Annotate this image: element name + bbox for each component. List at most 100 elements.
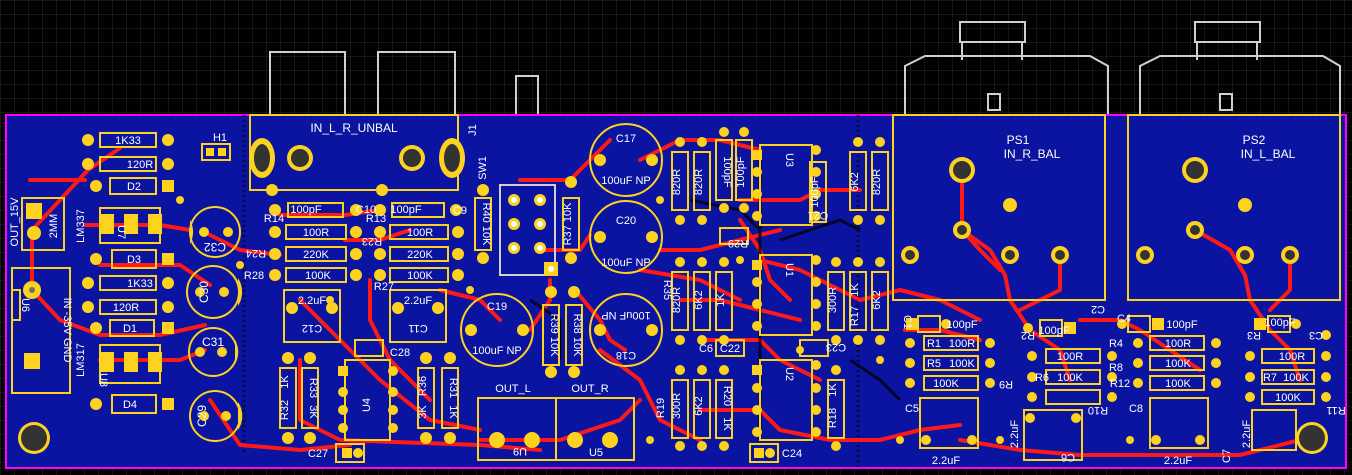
- input-label-1: 100pF: [290, 204, 321, 216]
- op-r31-val: 1K: [447, 405, 459, 419]
- power-label-6: D3: [127, 254, 141, 266]
- cap-c32-ref: C32: [204, 240, 226, 254]
- br-label-2: R4: [1109, 338, 1123, 350]
- bl-label-15: 100K: [1057, 372, 1083, 384]
- op-r32: R32: [279, 400, 291, 420]
- br-label-0: C4: [1117, 313, 1131, 325]
- rm-label-6: 820R: [871, 169, 883, 195]
- c18-value: 100uF NP: [601, 309, 651, 321]
- bl-label-5: 100K: [949, 358, 975, 370]
- input-label-11: 220K: [407, 249, 433, 261]
- br-label-11: 100pF: [1264, 317, 1295, 329]
- rm-label-25: R20: [721, 386, 733, 406]
- input-label-8: R24: [246, 247, 266, 259]
- br-label-6: R12: [1110, 378, 1130, 390]
- bl-label-8: C5: [905, 403, 919, 415]
- rm-label-2: 100pF: [721, 156, 733, 187]
- right-mid-section: 820R 820R 100pF 100pF U3 6K2 820R 100pF …: [655, 127, 889, 463]
- j1-connector: IN_L_R_UNBAL J1: [249, 114, 479, 196]
- pcb-board: [5, 114, 1347, 469]
- input-label-19: C11: [408, 322, 427, 334]
- ps1-ref: PS1: [1007, 133, 1030, 147]
- op-u9: U9: [513, 445, 527, 457]
- rm-label-23: 300R: [671, 393, 683, 419]
- rm-label-26: 1K: [721, 417, 733, 431]
- power-in-ref: U6: [19, 298, 31, 312]
- c20-value: 100uF NP: [601, 257, 651, 269]
- input-label-4: C9: [453, 205, 467, 217]
- bl-label-2: R1: [927, 338, 941, 350]
- input-label-13: 100K: [305, 270, 331, 282]
- c17-value: 100uF NP: [601, 175, 651, 187]
- power-label-10: LM317: [75, 343, 87, 377]
- r39-label: R39 10K: [548, 314, 560, 357]
- ps1-name: IN_R_BAL: [1004, 147, 1061, 161]
- rm-label-9: R35: [661, 280, 673, 300]
- br-label-12: C3: [1309, 329, 1323, 341]
- rm-label-30: 820R: [671, 287, 683, 313]
- rm-label-22: R19: [655, 398, 667, 418]
- rm-label-19: C21: [808, 209, 828, 221]
- power-in-label: IN -35V GND: [61, 298, 73, 363]
- rm-label-0: 820R: [671, 169, 683, 195]
- rm-label-11: 1K: [715, 293, 727, 307]
- op-r36: R36: [417, 376, 429, 396]
- vertical-resistors: R40 10K R37 10K R39 10K R38 10K: [474, 176, 583, 378]
- rm-label-8: R29: [728, 237, 748, 249]
- rm-label-21: U2: [783, 367, 795, 381]
- bl-label-11: 100pF: [1038, 325, 1069, 337]
- ps2-ref: PS2: [1243, 133, 1266, 147]
- c20-ref: C20: [616, 215, 636, 227]
- ps2-connector: PS2 IN_L_BAL: [1127, 114, 1341, 301]
- bl-label-13: 100R: [1057, 351, 1083, 363]
- ps1-outline: [904, 21, 1109, 115]
- c18-ref: C18: [616, 349, 636, 361]
- br-label-8: C8: [1129, 403, 1143, 415]
- rm-label-4: U3: [783, 153, 795, 167]
- bl-label-18: C6: [1061, 451, 1075, 463]
- rm-label-28: 1K: [827, 383, 839, 397]
- input-label-2: C10: [356, 204, 376, 216]
- mounting-hole-left: [18, 422, 50, 454]
- rm-label-24: 6K2: [693, 396, 705, 416]
- r37-label: R37 10K: [562, 202, 574, 245]
- br-label-4: R8: [1109, 362, 1123, 374]
- power-label-12: D4: [123, 399, 137, 411]
- bl-label-3: 100R: [949, 338, 975, 350]
- input-label-0: R14: [264, 213, 284, 225]
- sw1-ref: SW1: [477, 156, 489, 180]
- input-label-17: 2.2uF: [404, 295, 432, 307]
- power-label-4: LM337: [75, 209, 87, 243]
- vias: [176, 196, 1134, 444]
- bl-label-7: R9: [999, 378, 1013, 390]
- input-label-3: 100pF: [390, 204, 421, 216]
- br-label-9: 2.2uF: [1164, 455, 1192, 467]
- input-label-10: R23: [362, 235, 382, 247]
- bl-label-4: R5: [927, 358, 941, 370]
- op-r36-val: 3K: [417, 405, 429, 419]
- op-c27: C27: [308, 448, 328, 460]
- power-label-1: 120R: [127, 159, 153, 171]
- cap-c31-ref: C31: [202, 335, 224, 349]
- br-label-5: 100K: [1165, 358, 1191, 370]
- r40-label: R40 10K: [480, 203, 492, 246]
- power-label-3: 2MM: [48, 214, 60, 238]
- power-out-label: OUT_15V: [9, 197, 21, 247]
- bl-label-16: R10: [1088, 404, 1108, 416]
- op-u5: U5: [589, 447, 603, 459]
- rm-label-3: 100pF: [735, 156, 747, 187]
- bl-label-10: R2: [1021, 329, 1035, 341]
- br-label-16: 100K: [1275, 392, 1301, 404]
- rm-label-17: C22: [720, 343, 740, 355]
- rm-label-27: R18: [827, 408, 839, 428]
- rm-label-18: C23: [826, 341, 846, 353]
- op-u4: U4: [361, 398, 373, 412]
- bal-left-section: C1 100pF R1 100R R5 100K 100K R9 C5 2.2u…: [901, 303, 1117, 467]
- input-label-7: 100R: [407, 227, 433, 239]
- rm-label-5: 6K2: [849, 172, 861, 192]
- power-label-0: 1K33: [115, 135, 141, 147]
- input-stage: R14 100pF C10 100pF C9 R13 100R 100R R24…: [244, 202, 467, 343]
- br-label-14: R7: [1263, 372, 1277, 384]
- c19-value: 100uF NP: [472, 345, 522, 357]
